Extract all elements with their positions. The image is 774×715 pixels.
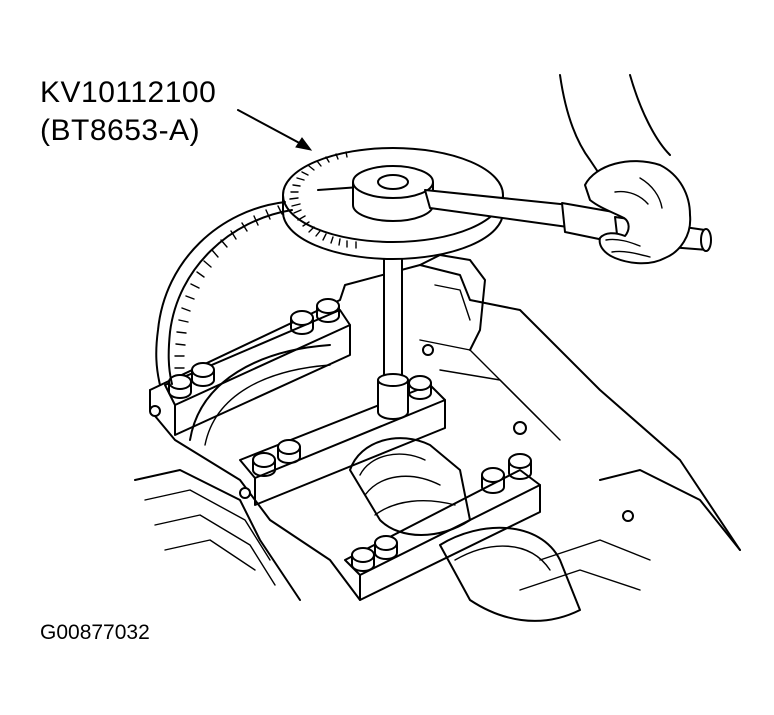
bolt [316, 298, 340, 323]
dial-graduations [289, 151, 357, 249]
figure-id: G00877032 [40, 621, 150, 644]
callout-arrow [237, 109, 313, 151]
bolt [277, 439, 301, 464]
bolt [351, 547, 375, 572]
bolt [408, 375, 432, 400]
flex-cable [155, 201, 293, 386]
bolt [168, 374, 192, 399]
bolt [481, 467, 505, 494]
engine-block [134, 254, 741, 601]
socket-extension [377, 254, 409, 420]
bolt [508, 453, 532, 480]
hand-illustration [559, 74, 692, 265]
tool-alt-number: (BT8653-A) [40, 114, 201, 147]
tool-part-number: KV10112100 [40, 76, 217, 109]
bolt [252, 452, 276, 477]
cap-bolts [168, 298, 532, 572]
bolt [191, 362, 215, 387]
bolt [374, 535, 398, 560]
bolt [290, 310, 314, 335]
